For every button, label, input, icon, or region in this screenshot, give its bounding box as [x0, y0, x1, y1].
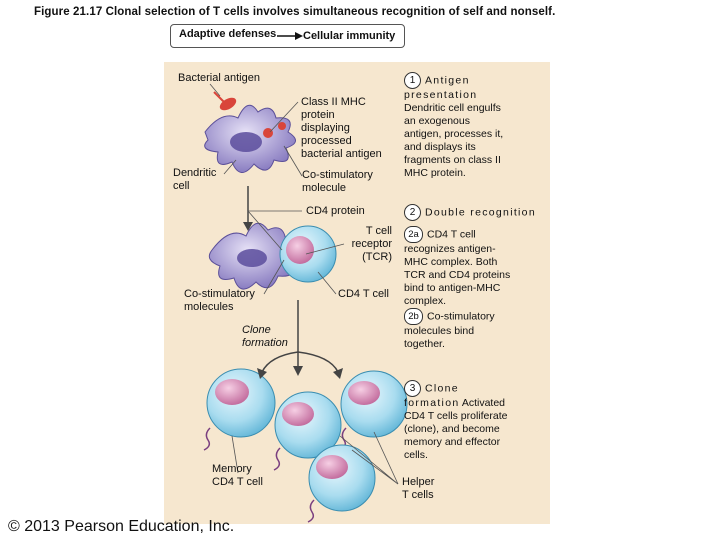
step-1-text: Dendritic cell engulfs an exogenous anti…	[404, 102, 504, 179]
step-3-title: Clone formation	[404, 382, 460, 409]
step-2b-badge: 2b	[404, 308, 423, 325]
label-tcr: T cell receptor (TCR)	[351, 225, 392, 263]
label-bacterial-antigen: Bacterial antigen	[178, 72, 260, 84]
dendritic-cell-top	[204, 91, 296, 173]
label-helper-t-cells: Helper T cells	[402, 476, 435, 501]
label-dendritic-cell: Dendritic cell	[173, 167, 217, 192]
step-2b-text: Co-stimulatory molecules bind together.	[404, 310, 495, 350]
memory-t-cell	[203, 368, 276, 451]
step-1-badge: 1	[404, 72, 421, 89]
label-costimulatory-molecule: Co-stimulatory molecule	[302, 169, 373, 194]
breadcrumb: Adaptive defenses Cellular immunity	[170, 24, 405, 48]
step-2: 2 Double recognition	[404, 204, 536, 221]
step-2a-badge: 2a	[404, 226, 423, 243]
label-cd4-t-cell: CD4 T cell	[338, 288, 389, 300]
figure-title: Figure 21.17 Clonal selection of T cells…	[34, 6, 556, 18]
step-2-title: Double recognition	[425, 206, 536, 219]
breadcrumb-from: Adaptive defenses	[179, 28, 277, 40]
step-3-text: Activated CD4 T cells proliferate (clone…	[404, 397, 508, 461]
leader-lines	[209, 83, 399, 485]
copyright-notice: © 2013 Pearson Education, Inc.	[8, 518, 235, 535]
clone-t-cell-4	[307, 444, 376, 523]
step-3-badge: 3	[404, 380, 421, 397]
process-arrows	[243, 186, 343, 379]
label-memory-cd4: Memory CD4 T cell	[212, 463, 263, 488]
step-1-title: Antigen presentation	[404, 74, 478, 101]
clone-t-cell-2	[273, 391, 342, 471]
label-cd4-protein: CD4 protein	[306, 205, 365, 217]
breadcrumb-to: Cellular immunity	[303, 30, 396, 42]
step-2-badge: 2	[404, 204, 421, 221]
clone-t-cell-3	[339, 370, 408, 451]
step-2a-text: CD4 T cell recognizes antigen- MHC compl…	[404, 228, 511, 307]
cd4-t-cell-middle	[279, 225, 337, 283]
label-clone-formation: Clone formation	[242, 324, 288, 349]
label-costimulatory-molecules: Co-stimulatory molecules	[184, 288, 255, 313]
arrow-right-icon	[277, 32, 303, 40]
label-class2-mhc: Class II MHC protein displaying processe…	[301, 96, 382, 160]
